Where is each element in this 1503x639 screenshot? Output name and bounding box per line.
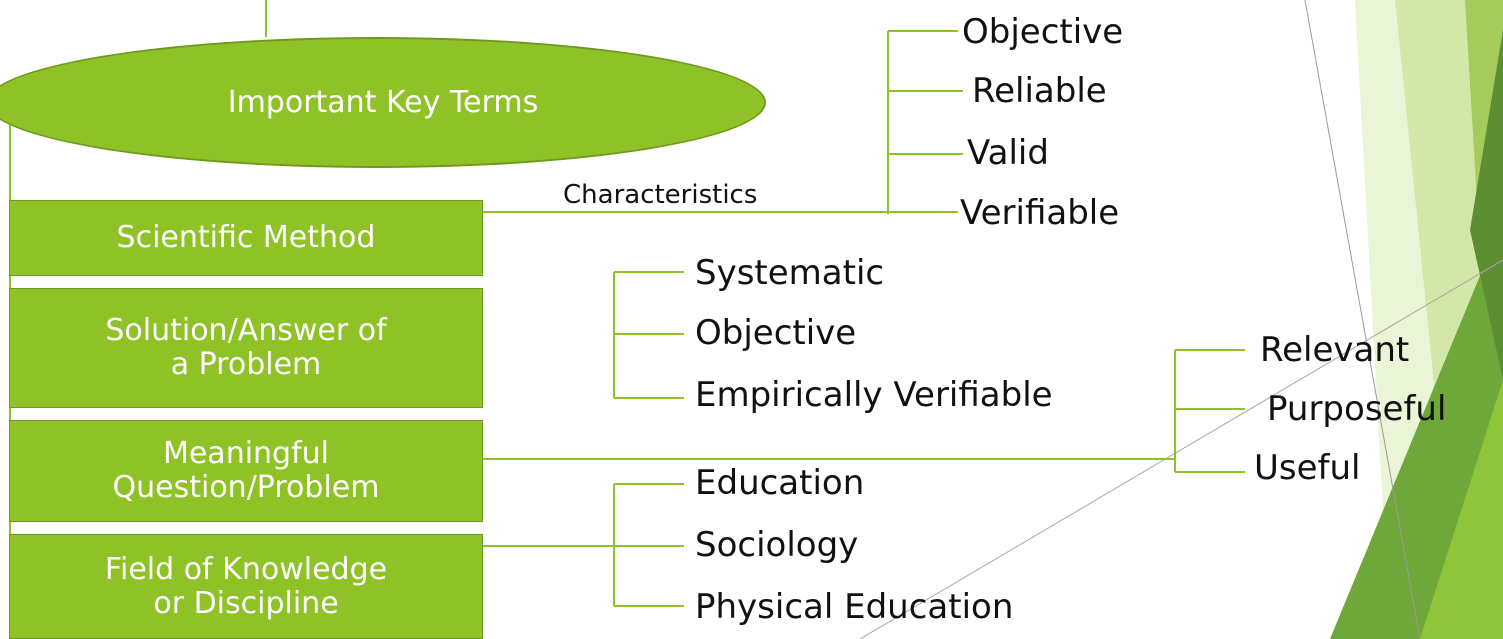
field-physical-education: Physical Education — [695, 587, 1014, 627]
node-field-line2: or Discipline — [153, 585, 339, 621]
title-text: Important Key Terms — [227, 85, 539, 120]
node-field-of-knowledge: Field of Knowledge or Discipline — [9, 534, 483, 639]
node-meaningful-line1: Meaningful — [162, 436, 330, 471]
node-scientific-method: Scientific Method — [9, 200, 483, 276]
trait-reliable: Reliable — [972, 71, 1107, 111]
field-sociology: Sociology — [695, 525, 859, 565]
node-meaningful-question: Meaningful Question/Problem — [9, 420, 483, 522]
node-field-line1: Field of Knowledge — [104, 551, 388, 587]
question-trait-relevant: Relevant — [1260, 330, 1410, 370]
trait-verifiable: Verifiable — [960, 193, 1120, 233]
node-solution-line1: Solution/Answer of — [105, 313, 387, 348]
solution-trait-objective: Objective — [695, 313, 857, 353]
question-trait-useful: Useful — [1254, 448, 1361, 488]
node-solution-line2: a Problem — [170, 347, 322, 382]
question-trait-purposeful: Purposeful — [1267, 389, 1447, 429]
solution-trait-systematic: Systematic — [695, 253, 885, 293]
node-solution: Solution/Answer of a Problem — [9, 288, 483, 408]
node-scientific-method-label: Scientific Method — [116, 220, 376, 255]
trait-valid: Valid — [967, 133, 1049, 173]
node-meaningful-line2: Question/Problem — [112, 470, 380, 505]
field-education: Education — [695, 463, 865, 503]
title-oval: Important Key Terms — [0, 37, 766, 168]
solution-trait-empirically-verifiable: Empirically Verifiable — [695, 375, 1053, 415]
trait-objective: Objective — [962, 12, 1124, 52]
characteristics-label: Characteristics — [563, 180, 758, 210]
